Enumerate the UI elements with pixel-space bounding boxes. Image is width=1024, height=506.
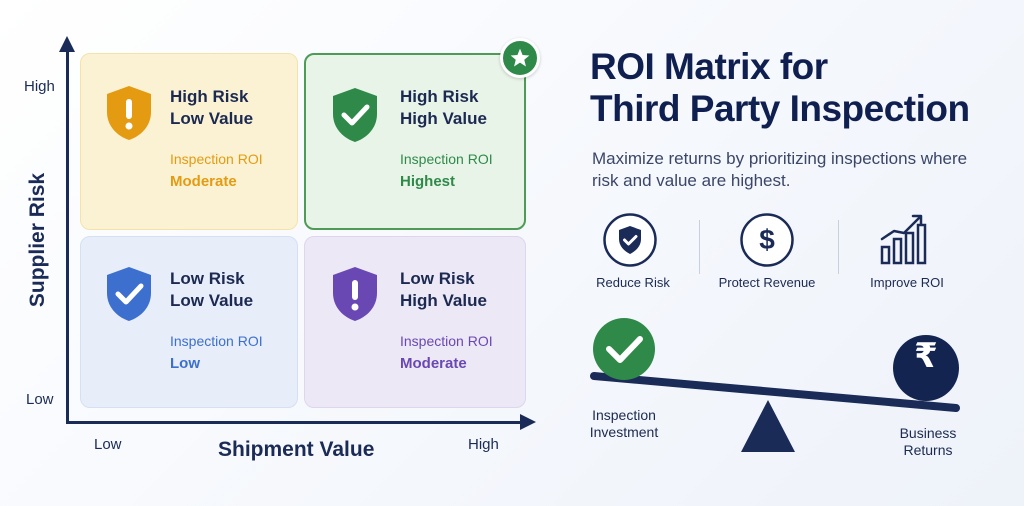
divider	[838, 220, 839, 274]
exclamation-shield-icon	[333, 267, 377, 321]
seesaw-left-label-line1: Inspection	[592, 407, 656, 423]
seesaw-right-label: Business Returns	[878, 425, 978, 459]
quadrant-title-line1: High Risk	[400, 87, 479, 106]
rupee-coin-icon	[893, 335, 959, 401]
star-icon	[500, 38, 540, 78]
quadrant-high-risk-low-value	[80, 53, 298, 230]
quadrant-roi-label: Inspection ROI	[400, 151, 493, 167]
seesaw-graphic	[590, 318, 960, 452]
y-axis	[66, 46, 69, 424]
y-tick-low: Low	[26, 391, 54, 408]
dollar-icon: $	[740, 213, 794, 267]
quadrant-roi-value: Moderate	[400, 355, 467, 372]
seesaw-right-label-line2: Returns	[903, 442, 953, 458]
bar-chart-growth-icon	[880, 214, 927, 265]
seesaw-left-label-line2: Investment	[589, 424, 659, 440]
quadrant-roi-label: Inspection ROI	[400, 333, 493, 349]
quadrant-title-line1: Low Risk	[400, 269, 475, 288]
y-tick-high: High	[24, 78, 55, 95]
check-shield-icon	[333, 88, 377, 142]
check-shield-icon	[107, 267, 151, 321]
check-circle-icon	[593, 318, 655, 380]
y-axis-title: Supplier Risk	[26, 172, 49, 308]
feature-label-reduce-risk: Reduce Risk	[596, 275, 670, 290]
quadrant-title-line2: High Value	[400, 109, 487, 128]
quadrant-title-line2: Low Value	[170, 109, 254, 128]
page-subtitle: Maximize returns by prioritizing inspect…	[592, 149, 968, 190]
divider	[699, 220, 700, 274]
page-title-line2: Third Party Inspection	[590, 88, 970, 129]
feature-label-improve-roi: Improve ROI	[870, 275, 944, 290]
rupee-symbol: ₹	[914, 336, 938, 376]
page-title: ROI Matrix for Third Party Inspection	[590, 46, 970, 130]
x-axis-title: Shipment Value	[218, 438, 375, 461]
seesaw-left-label: Inspection Investment	[574, 407, 674, 441]
fulcrum-triangle	[741, 400, 795, 452]
quadrant-low-risk-high-value	[304, 236, 526, 408]
page-title-line1: ROI Matrix for	[590, 46, 828, 87]
quadrant-title-line1: Low Risk	[170, 269, 245, 288]
x-tick-high: High	[468, 436, 499, 453]
quadrant-roi-value: Moderate	[170, 173, 237, 190]
x-axis	[66, 421, 526, 424]
quadrant-title-line1: High Risk	[170, 87, 249, 106]
quadrant-high-risk-high-value	[304, 53, 526, 230]
svg-text:$: $	[759, 224, 775, 255]
exclamation-shield-icon	[107, 86, 151, 140]
quadrant-title-line2: Low Value	[170, 291, 254, 310]
seesaw-right-label-line1: Business	[899, 425, 957, 441]
feature-label-protect-revenue: Protect Revenue	[718, 275, 816, 290]
quadrant-low-risk-low-value	[80, 236, 298, 408]
quadrant-roi-label: Inspection ROI	[170, 333, 263, 349]
quadrant-title-line2: High Value	[400, 291, 487, 310]
shield-check-icon	[603, 213, 657, 267]
quadrant-roi-value: Highest	[400, 173, 456, 190]
quadrant-roi-label: Inspection ROI	[170, 151, 263, 167]
x-tick-low: Low	[94, 436, 122, 453]
x-axis-arrow	[520, 414, 536, 430]
quadrant-roi-value: Low	[170, 355, 200, 372]
y-axis-arrow	[59, 36, 75, 52]
